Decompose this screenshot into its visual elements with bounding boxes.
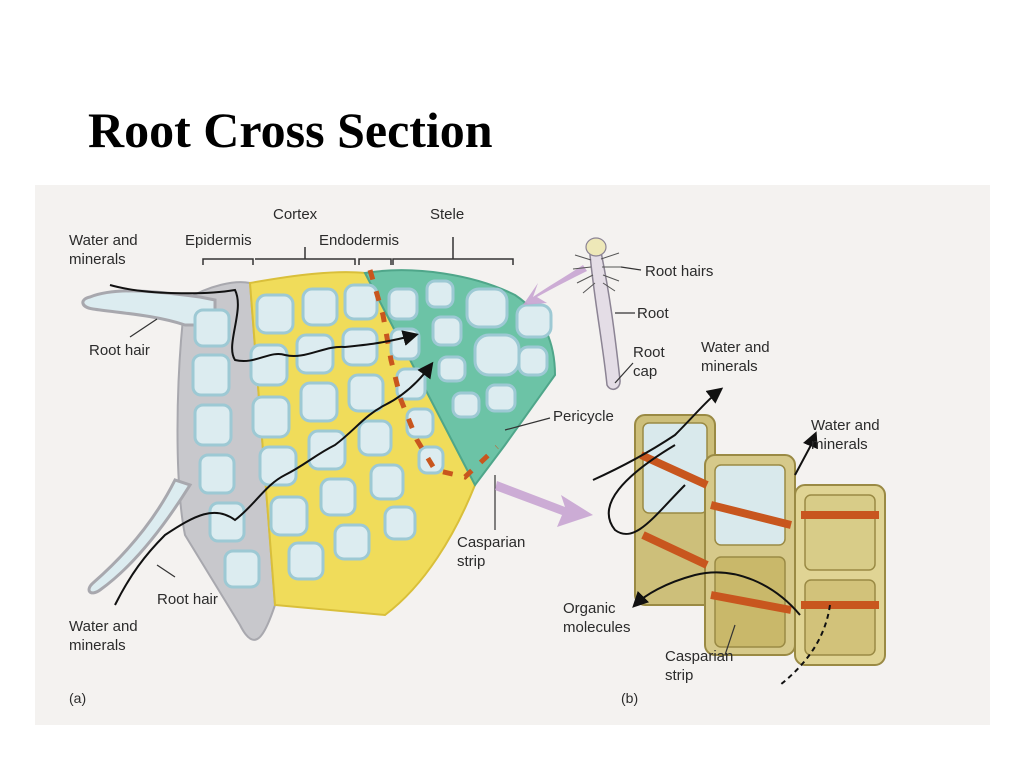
label-casparian-strip-b: Casparian strip <box>665 648 734 684</box>
label-brackets <box>202 237 514 265</box>
casparian-strip-line <box>367 269 499 480</box>
panel-b-label: (b) <box>621 690 639 706</box>
bottom-dashed-path <box>779 604 831 686</box>
label-root-hair-top: Root hair <box>89 342 150 359</box>
label-root-cap: Root cap <box>633 344 665 380</box>
path-to-right <box>794 431 818 476</box>
label-root-hairs: Root hairs <box>645 263 714 280</box>
diagram-illustration <box>81 237 886 686</box>
label-water-minerals-bottom: Water and minerals <box>69 618 138 654</box>
label-epidermis: Epidermis <box>185 232 252 249</box>
label-casparian-strip-a: Casparian strip <box>457 534 526 570</box>
root-hairs-bristles <box>572 252 621 294</box>
zoom-pointer-arrow <box>495 481 593 527</box>
label-water-minerals-b-right: Water and minerals <box>811 417 880 453</box>
inset-root <box>572 237 642 391</box>
casparian-strip-band <box>639 451 879 614</box>
label-root-hair-bottom: Root hair <box>157 591 218 608</box>
cells <box>191 279 553 589</box>
symplast-loop <box>607 444 686 535</box>
label-cortex: Cortex <box>273 206 318 223</box>
panel-a-label: (a) <box>69 690 87 706</box>
label-pericycle: Pericycle <box>553 408 614 425</box>
inset-leaders <box>614 266 642 384</box>
label-organic-molecules: Organic molecules <box>563 600 631 636</box>
root-tissue-wedge <box>81 237 557 641</box>
apoplast-path-left <box>592 387 724 481</box>
organic-molecules-path <box>632 571 801 616</box>
label-water-minerals-b-left: Water and minerals <box>701 339 770 375</box>
label-water-minerals-top: Water and minerals <box>69 232 138 268</box>
pathway-bottom <box>114 361 434 606</box>
inset-pointer-arrow <box>523 265 587 305</box>
leader-lines <box>129 318 551 578</box>
label-stele: Stele <box>430 206 465 223</box>
endodermis-cells-closeup <box>592 387 886 686</box>
root-cross-section-figure: Cortex Stele Epidermis Endodermis Water … <box>35 185 990 725</box>
slide-title: Root Cross Section <box>88 102 493 158</box>
pathway-top <box>109 284 419 363</box>
root-hair-bottom <box>87 478 193 595</box>
root-body <box>589 245 621 391</box>
label-endodermis: Endodermis <box>319 232 400 249</box>
label-root: Root <box>637 305 669 322</box>
